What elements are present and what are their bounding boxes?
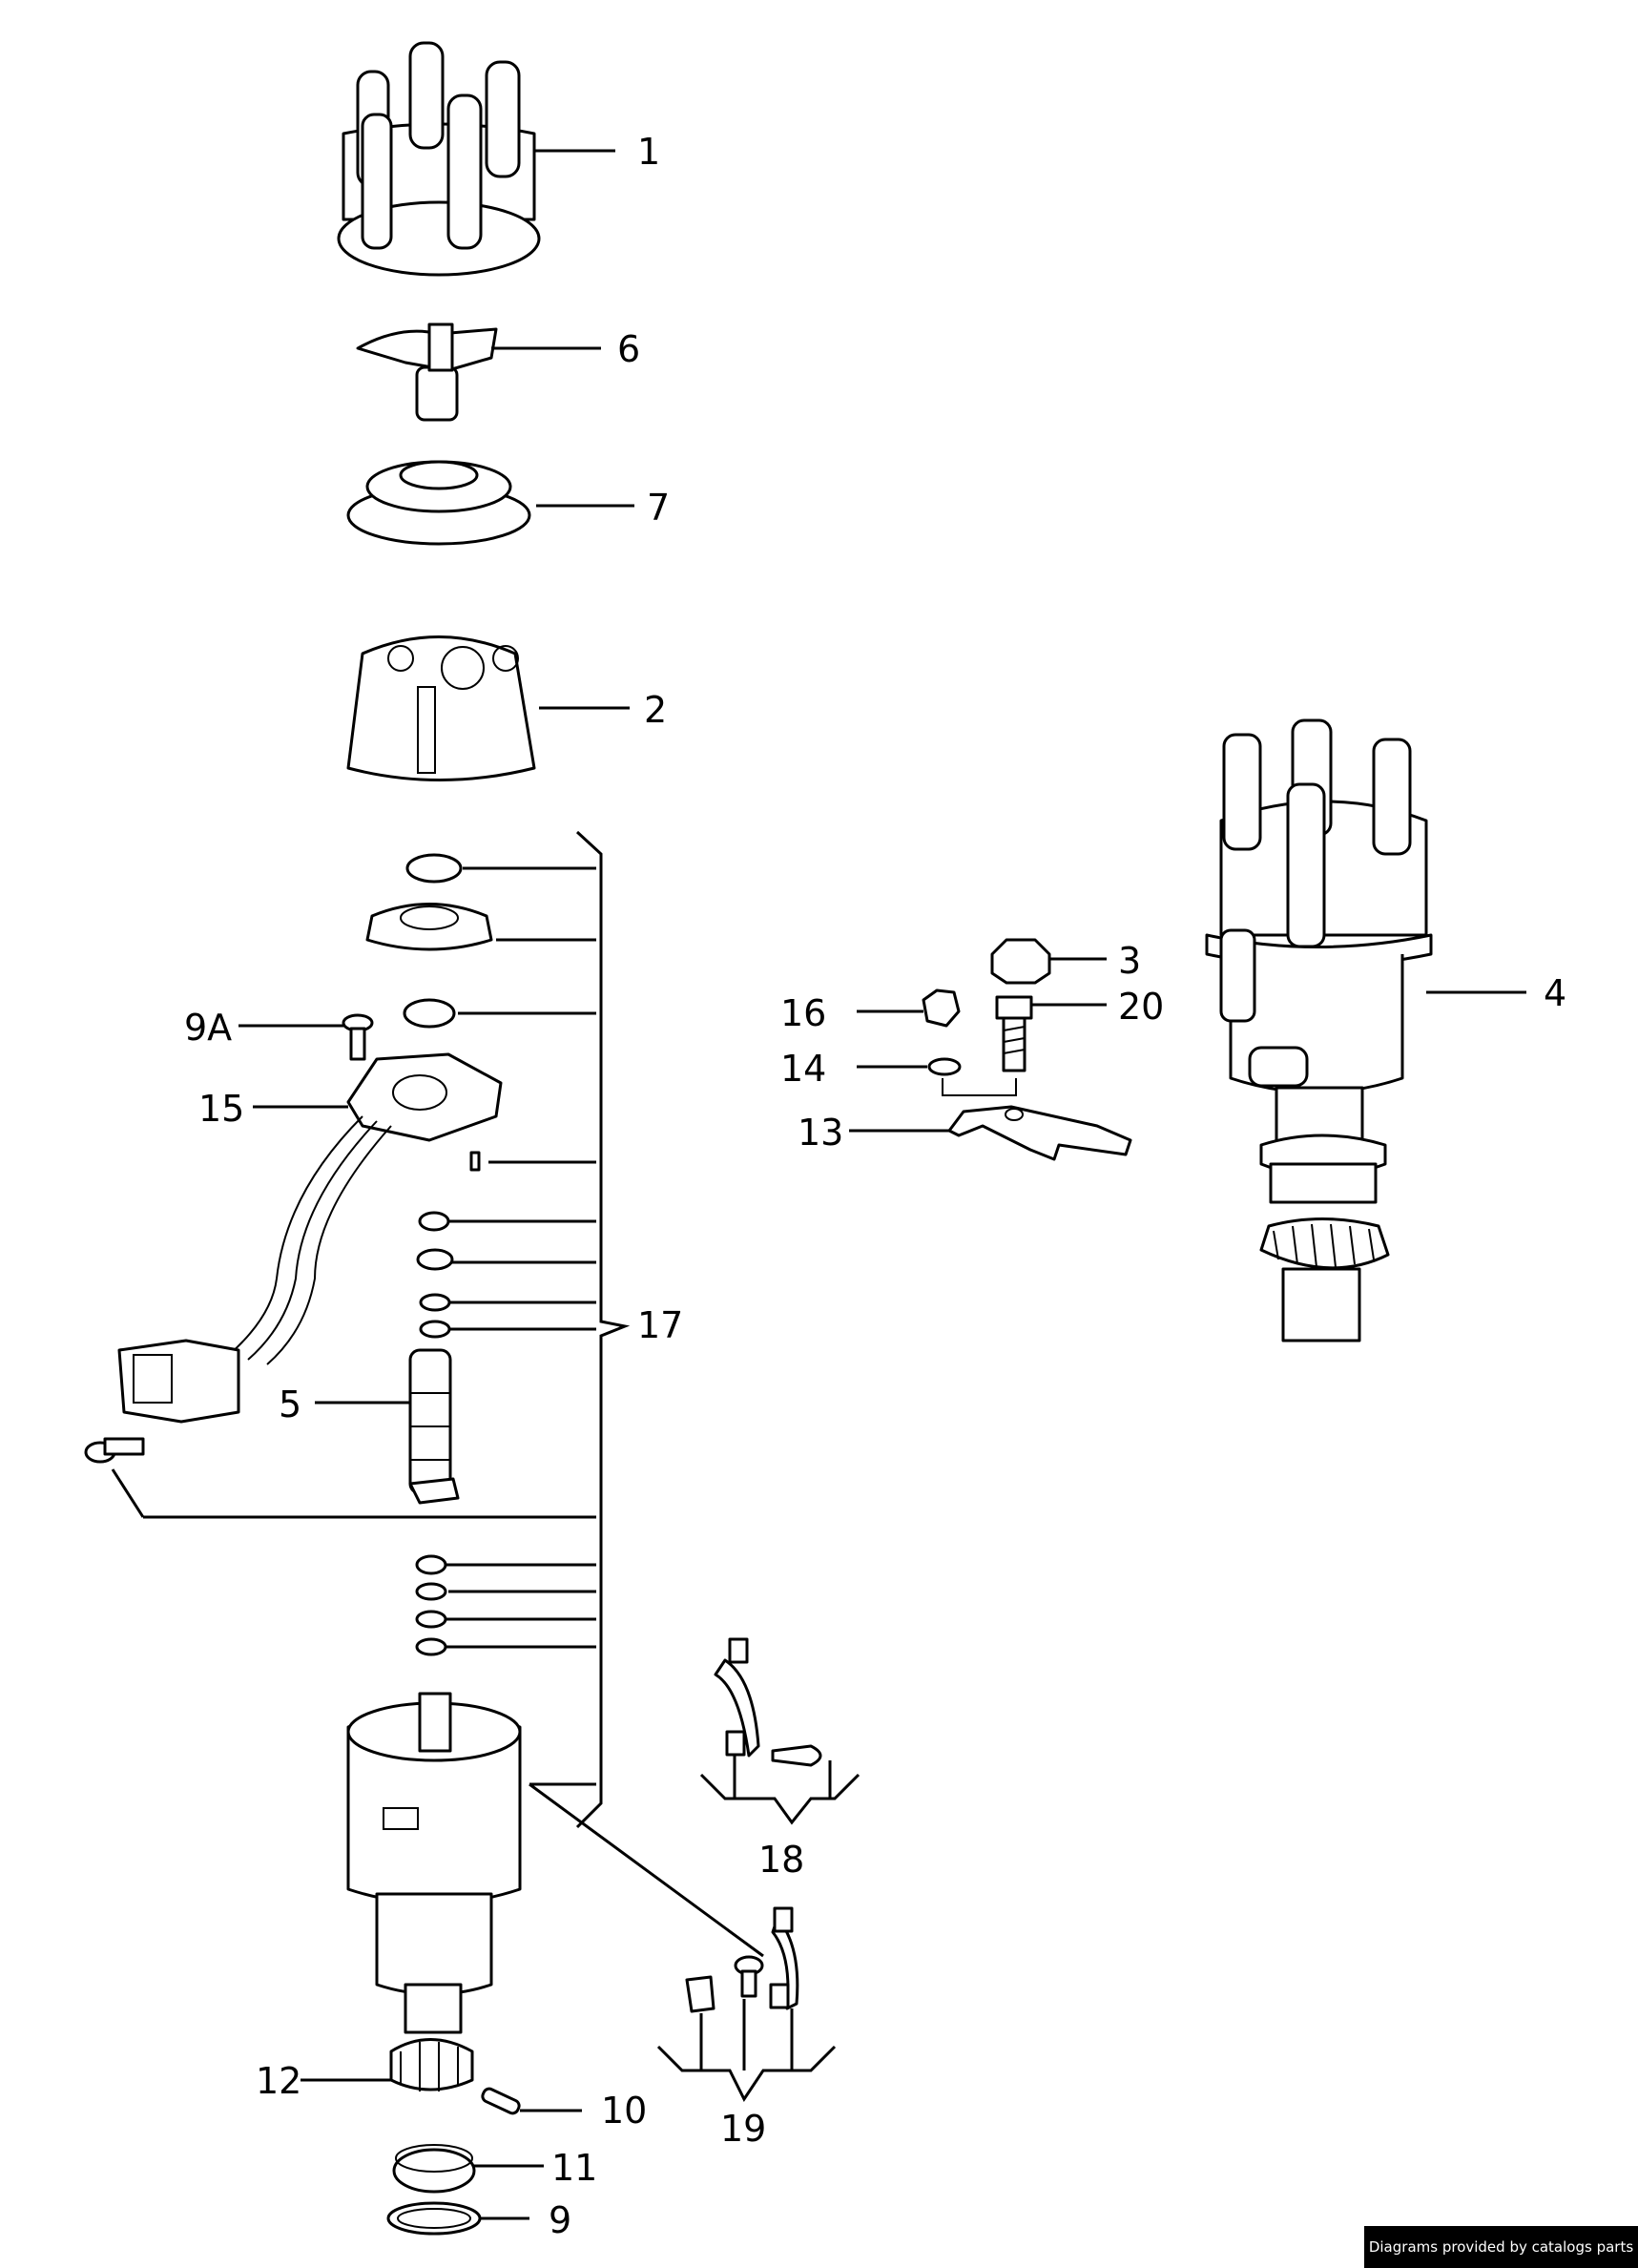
part-screw-9a	[342, 1013, 374, 1061]
part-cap-nut-3	[990, 938, 1051, 985]
bracket-17	[111, 830, 631, 1829]
callout-19: 19	[720, 2108, 766, 2150]
callout-5: 5	[279, 1384, 301, 1425]
credit-badge: Diagrams provided by catalogs parts	[1364, 2226, 1638, 2268]
callout-12: 12	[256, 2060, 301, 2102]
part-bolt-20	[995, 995, 1033, 1072]
part-17-small-components	[365, 853, 493, 1656]
part-dust-cover	[346, 460, 531, 546]
callout-16: 16	[780, 992, 826, 1034]
part-seal-ring	[392, 2144, 476, 2194]
part-distributor-cap	[337, 41, 541, 277]
callout-9: 9	[549, 2199, 571, 2241]
callout-3: 3	[1118, 940, 1141, 982]
callout-7: 7	[647, 487, 670, 529]
callout-9A: 9A	[184, 1007, 232, 1049]
callout-15: 15	[198, 1088, 244, 1130]
part-washer-14	[927, 1057, 962, 1076]
part-nut-16	[922, 988, 961, 1028]
callout-18: 18	[758, 1839, 804, 1881]
part-shaft	[408, 1348, 460, 1505]
callout-4: 4	[1544, 972, 1566, 1014]
part-breaker-plate	[228, 1052, 503, 1365]
part-clamp-13	[942, 1078, 1132, 1161]
part-pin	[481, 2087, 521, 2115]
callout-17: 17	[637, 1304, 683, 1346]
part-connector-plug	[84, 1339, 240, 1464]
callout-20: 20	[1118, 986, 1164, 1028]
group-18-weights	[699, 1637, 860, 1825]
callout-1: 1	[637, 131, 660, 173]
part-complete-distributor	[1205, 718, 1433, 1342]
callout-6: 6	[617, 328, 640, 370]
callout-13: 13	[798, 1112, 843, 1154]
part-distributor-housing	[346, 1692, 522, 2034]
part-cap-shield	[346, 635, 536, 781]
part-o-ring	[386, 2201, 482, 2236]
group-19-weights	[656, 1906, 837, 2102]
callout-10: 10	[601, 2090, 647, 2132]
callout-11: 11	[551, 2147, 597, 2189]
part-drive-gear	[389, 2038, 474, 2091]
callout-2: 2	[644, 689, 667, 731]
part-rotor	[356, 323, 498, 422]
callout-14: 14	[780, 1048, 826, 1090]
